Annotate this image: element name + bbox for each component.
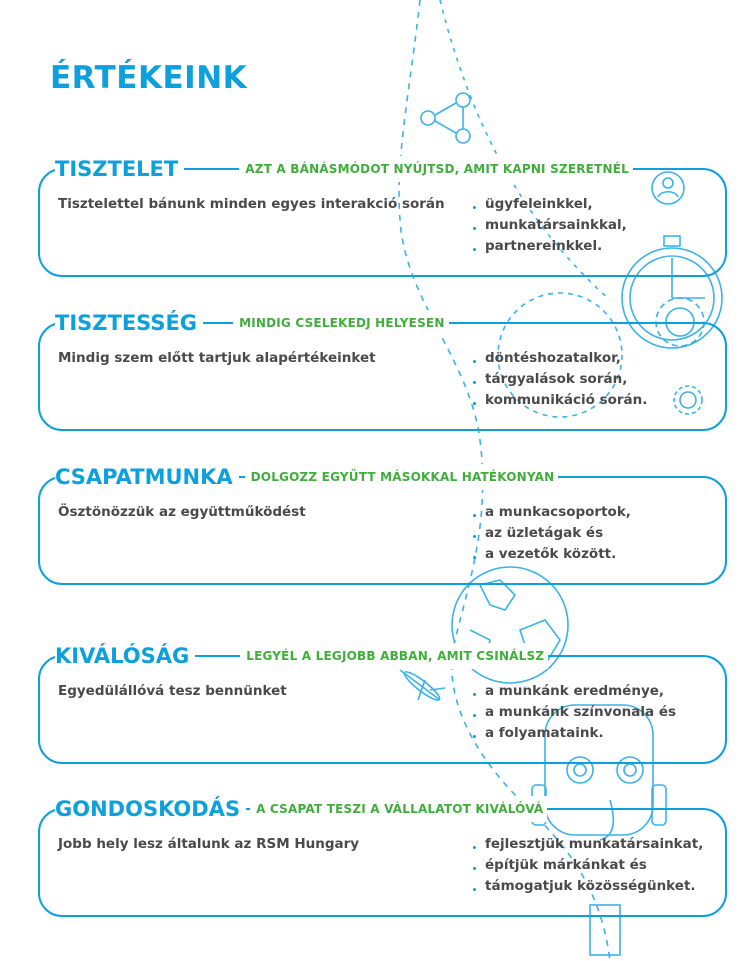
value-description: Mindig szem előtt tartjuk alapértékeinke… [58,350,376,366]
list-item: döntéshozatalkor, [473,348,647,369]
value-name: GONDOSKODÁS [55,797,241,821]
list-item: fejlesztjük munkatársainkat, [473,834,703,855]
list-item: ügyfeleinkkel, [473,194,627,215]
value-slogan: A CSAPAT TESZI A VÁLLALATOT KIVÁLÓVÁ [256,802,544,816]
list-item: kommunikáció során. [473,390,647,411]
value-card-tisztesseg: TISZTESSÉG MINDIG CSELEKEDJ HELYESEN Min… [0,310,750,450]
value-item-list: a munkánk eredménye, a munkánk színvonal… [473,681,676,744]
header-divider [184,168,240,170]
list-item: a munkánk színvonala és [473,702,676,723]
list-item: a munkacsoportok, [473,502,631,523]
value-item-list: ügyfeleinkkel, munkatársainkkal, partner… [473,194,627,257]
value-card-tisztelet: TISZTELET AZT A BÁNÁSMÓDOT NYÚJTSD, AMIT… [0,156,750,296]
value-card-kivalosag: KIVÁLÓSÁG LEGYÉL A LEGJOBB ABBAN, AMIT C… [0,643,750,783]
list-item: a folyamataink. [473,723,676,744]
value-description: Ösztönözzük az együttműködést [58,504,306,520]
list-item: a munkánk eredménye, [473,681,676,702]
value-header: KIVÁLÓSÁG LEGYÉL A LEGJOBB ABBAN, AMIT C… [55,643,549,669]
list-item: tárgyalások során, [473,369,647,390]
value-slogan: AZT A BÁNÁSMÓDOT NYÚJTSD, AMIT KAPNI SZE… [245,162,629,176]
value-header: GONDOSKODÁS A CSAPAT TESZI A VÁLLALATOT … [55,796,548,822]
value-item-list: fejlesztjük munkatársainkat, építjük már… [473,834,703,897]
value-name: TISZTELET [55,157,179,181]
value-name: TISZTESSÉG [55,311,198,335]
value-description: Tisztelettel bánunk minden egyes interak… [58,196,445,212]
header-divider [195,655,241,657]
value-name: CSAPATMUNKA [55,465,233,489]
list-item: partnereinkkel. [473,236,627,257]
list-item: támogatjuk közösségünket. [473,876,703,897]
value-description: Jobb hely lesz általunk az RSM Hungary [58,836,360,852]
list-item: építjük márkánkat és [473,855,703,876]
share-network-icon [420,92,471,144]
value-name: KIVÁLÓSÁG [55,644,190,668]
value-slogan: DOLGOZZ EGYÜTT MÁSOKKAL HATÉKONYAN [250,470,555,484]
value-header: TISZTESSÉG MINDIG CSELEKEDJ HELYESEN [55,310,449,336]
value-card-csapatmunka: CSAPATMUNKA DOLGOZZ EGYÜTT MÁSOKKAL HATÉ… [0,464,750,604]
value-slogan: MINDIG CSELEKEDJ HELYESEN [239,316,445,330]
header-divider [238,476,245,478]
value-item-list: a munkacsoportok, az üzletágak és a veze… [473,502,631,565]
list-item: munkatársainkkal, [473,215,627,236]
value-header: CSAPATMUNKA DOLGOZZ EGYÜTT MÁSOKKAL HATÉ… [55,464,559,490]
list-item: a vezetők között. [473,544,631,565]
list-item: az üzletágak és [473,523,631,544]
page-title: ÉRTÉKEINK [50,60,248,96]
header-divider [203,322,234,324]
value-header: TISZTELET AZT A BÁNÁSMÓDOT NYÚJTSD, AMIT… [55,156,633,182]
value-card-gondoskodas: GONDOSKODÁS A CSAPAT TESZI A VÁLLALATOT … [0,796,750,936]
value-item-list: döntéshozatalkor, tárgyalások során, kom… [473,348,647,411]
value-description: Egyedülállóvá tesz bennünket [58,683,287,699]
value-slogan: LEGYÉL A LEGJOBB ABBAN, AMIT CSINÁLSZ [246,649,545,663]
header-divider [246,808,251,810]
